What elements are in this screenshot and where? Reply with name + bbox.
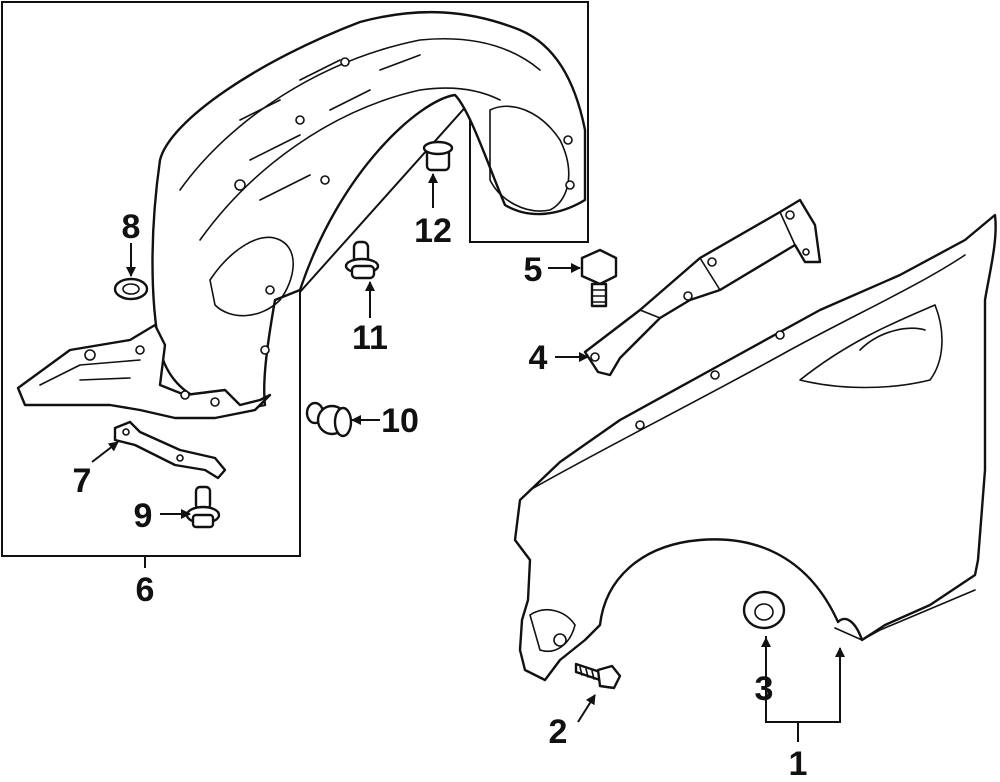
clip-3 bbox=[742, 590, 786, 630]
callout-8: 8 bbox=[122, 208, 141, 246]
callout-9: 9 bbox=[134, 497, 153, 535]
callout-3: 3 bbox=[755, 670, 774, 708]
fender-support-bracket bbox=[583, 198, 822, 377]
callout-10: 10 bbox=[381, 402, 419, 440]
callout-12: 12 bbox=[414, 212, 452, 250]
callout-7: 7 bbox=[73, 462, 92, 500]
callout-6: 6 bbox=[136, 571, 155, 609]
bolt-5 bbox=[580, 248, 618, 308]
clip-11 bbox=[344, 240, 380, 280]
callout-1: 1 bbox=[789, 745, 808, 782]
bolt-9 bbox=[185, 485, 221, 529]
callout-labels: 1 2 3 4 5 6 7 8 9 10 11 12 bbox=[73, 208, 808, 782]
washer-8 bbox=[113, 277, 149, 301]
callout-2: 2 bbox=[549, 713, 568, 751]
grommet-12 bbox=[422, 140, 454, 172]
bolt-2 bbox=[574, 662, 622, 690]
leader-lines bbox=[91, 173, 845, 742]
splash-shield bbox=[16, 323, 272, 420]
callout-4: 4 bbox=[529, 339, 548, 377]
clip-10 bbox=[305, 401, 353, 438]
front-fender bbox=[513, 213, 997, 682]
callout-11: 11 bbox=[352, 319, 388, 357]
liner-bracket bbox=[113, 420, 227, 480]
callout-5: 5 bbox=[524, 251, 543, 289]
fender-liner bbox=[151, 10, 587, 412]
